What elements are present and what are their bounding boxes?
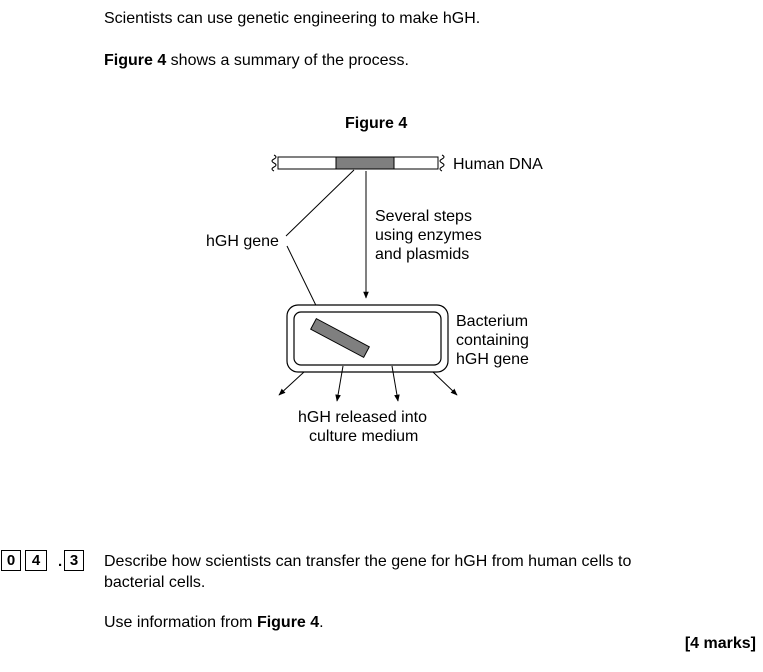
steps-label-line-2: using enzymes bbox=[375, 227, 482, 244]
release-arrow-2 bbox=[335, 365, 344, 402]
question-number-box-1: 0 bbox=[1, 550, 21, 571]
question-number-dot: . bbox=[58, 553, 63, 570]
question-number-box-2: 4 bbox=[25, 550, 47, 571]
instruction-prefix: Use information from bbox=[104, 614, 257, 631]
bacterium bbox=[286, 304, 449, 373]
release-arrow-3 bbox=[391, 365, 400, 402]
dna-left-break bbox=[271, 154, 277, 172]
hgh-gene-segment bbox=[335, 156, 395, 170]
steps-label-line-1: Several steps bbox=[375, 208, 472, 225]
bacterium-label-line-2: containing bbox=[456, 332, 529, 349]
figure-reference-sentence: Figure 4 shows a summary of the process. bbox=[104, 51, 409, 70]
human-dna-label: Human DNA bbox=[453, 156, 543, 173]
question-number-box-3: 3 bbox=[64, 550, 84, 571]
hgh-gene-label: hGH gene bbox=[206, 233, 279, 250]
dna-right-break bbox=[439, 154, 445, 172]
released-label-line-2: culture medium bbox=[309, 428, 419, 445]
release-arrow-4 bbox=[432, 371, 458, 396]
hgh-gene-pointer-line-dna bbox=[285, 169, 355, 237]
question-text-line-1: Describe how scientists can transfer the… bbox=[104, 553, 632, 570]
release-arrow-1 bbox=[278, 371, 305, 396]
released-label-line-1: hGH released into bbox=[298, 409, 427, 426]
question-instruction: Use information from Figure 4. bbox=[104, 613, 324, 632]
marks-label: [4 marks] bbox=[684, 635, 756, 652]
figure-title: Figure 4 bbox=[345, 115, 408, 132]
instruction-figure-ref: Figure 4 bbox=[256, 614, 320, 631]
inserted-hgh-gene bbox=[310, 317, 370, 359]
steps-label-line-3: and plasmids bbox=[375, 246, 470, 263]
human-dna-strand bbox=[271, 154, 445, 172]
intro-sentence: Scientists can use genetic engineering t… bbox=[104, 10, 481, 27]
instruction-suffix: . bbox=[319, 614, 324, 631]
figure-reference-bold: Figure 4 bbox=[104, 52, 167, 69]
bacterium-label-line-3: hGH gene bbox=[456, 351, 529, 368]
question-text-line-2: bacterial cells. bbox=[104, 574, 206, 591]
figure-reference-rest: shows a summary of the process. bbox=[166, 52, 409, 69]
bacterium-label-line-1: Bacterium bbox=[456, 313, 529, 330]
